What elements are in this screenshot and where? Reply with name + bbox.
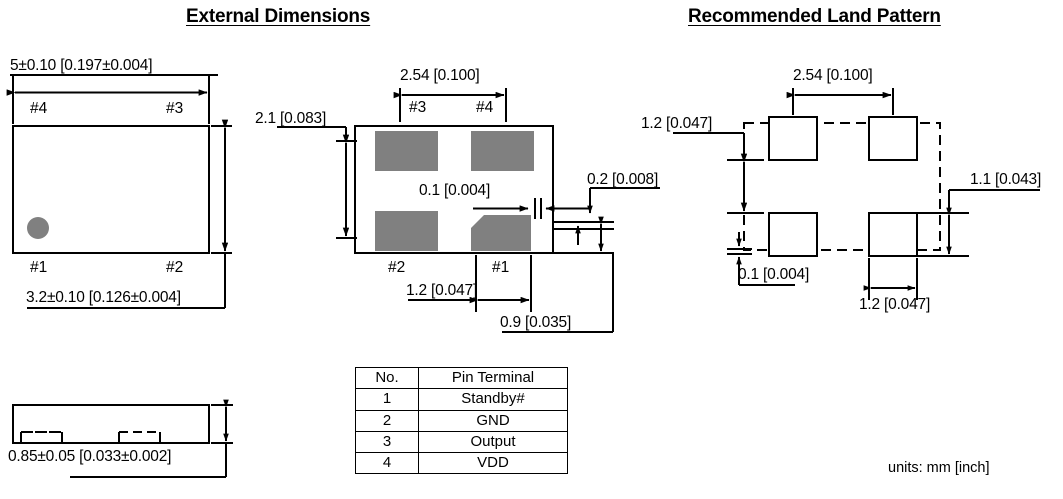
land-dim-gap: 0.1 [0.004] [738,266,810,283]
pin-label-bottom-left: #1 [30,259,48,276]
dim-package-width: 5±0.10 [0.197±0.004] [10,57,153,74]
pin1-dot-marker [27,217,49,239]
pin-table-body: No. Pin Terminal 1 Standby# 2 GND 3 Outp… [355,366,568,475]
land-dim-pitch: 2.54 [0.100] [793,67,873,84]
cell-pin-no: 1 [355,388,419,411]
pin-label-bottom-right: #2 [166,259,184,276]
dim-pad-gap: 0.1 [0.004] [419,182,491,199]
bottom-pin-label-tr: #4 [476,99,494,116]
land-dim-pad-width: 1.2 [0.047] [859,296,931,313]
pad-3 [375,131,438,171]
dim-pad-pitch: 2.54 [0.100] [400,67,480,84]
cell-pin-no: 4 [355,451,419,475]
bottom-pin-label-bl: #2 [388,259,406,276]
land-dim-pad-right-height: 1.1 [0.043] [970,171,1042,188]
bottom-pin-label-br: #1 [492,259,510,276]
table-row: 4 VDD [355,451,568,475]
dim-pad-span-vertical: 2.1 [0.083] [255,110,327,127]
bottom-pin-label-tl: #3 [409,99,427,116]
package-bottom-outline [354,125,554,254]
pad-1-keyed [471,215,531,251]
package-top-outline [12,125,210,254]
dim-package-thickness: 0.85±0.05 [0.033±0.002] [8,448,172,465]
table-row: 1 Standby# [355,388,568,411]
pad-4 [471,131,534,171]
pin-label-top-left: #4 [30,100,48,117]
cell-pin-name: Standby# [418,388,568,411]
cell-pin-name: Output [418,430,568,454]
units-note: units: mm [inch] [888,460,990,476]
col-header-pin-terminal: Pin Terminal [418,366,568,390]
package-pads-group [375,131,534,251]
dim-pad-edge: 0.2 [0.008] [587,171,659,188]
land-pad-tl [768,116,818,161]
dim-pad-offset: 1.2 [0.047] [406,282,478,299]
package-side-outline [12,404,210,444]
table-row: 2 GND [355,409,568,432]
pad-2 [375,211,438,251]
pin-terminal-table: No. Pin Terminal 1 Standby# 2 GND 3 Outp… [355,366,568,475]
cell-pin-no: 2 [355,409,419,432]
table-row: 3 Output [355,430,568,454]
cell-pin-name: VDD [418,451,568,475]
pin-label-top-right: #3 [166,100,184,117]
land-pad-br [868,212,918,257]
cell-pin-no: 3 [355,430,419,454]
dim-package-height: 3.2±0.10 [0.126±0.004] [26,289,181,306]
col-header-no: No. [355,366,419,390]
land-dim-pad-height: 1.2 [0.047] [641,115,713,132]
page-title-land-pattern: Recommended Land Pattern [688,6,941,27]
land-pad-bl [768,212,818,257]
cell-pin-name: GND [418,409,568,432]
dim-pad-width: 0.9 [0.035] [500,314,572,331]
page-title-external-dimensions: External Dimensions [186,6,371,27]
table-header-row: No. Pin Terminal [355,366,568,390]
land-pad-tr [868,116,918,161]
